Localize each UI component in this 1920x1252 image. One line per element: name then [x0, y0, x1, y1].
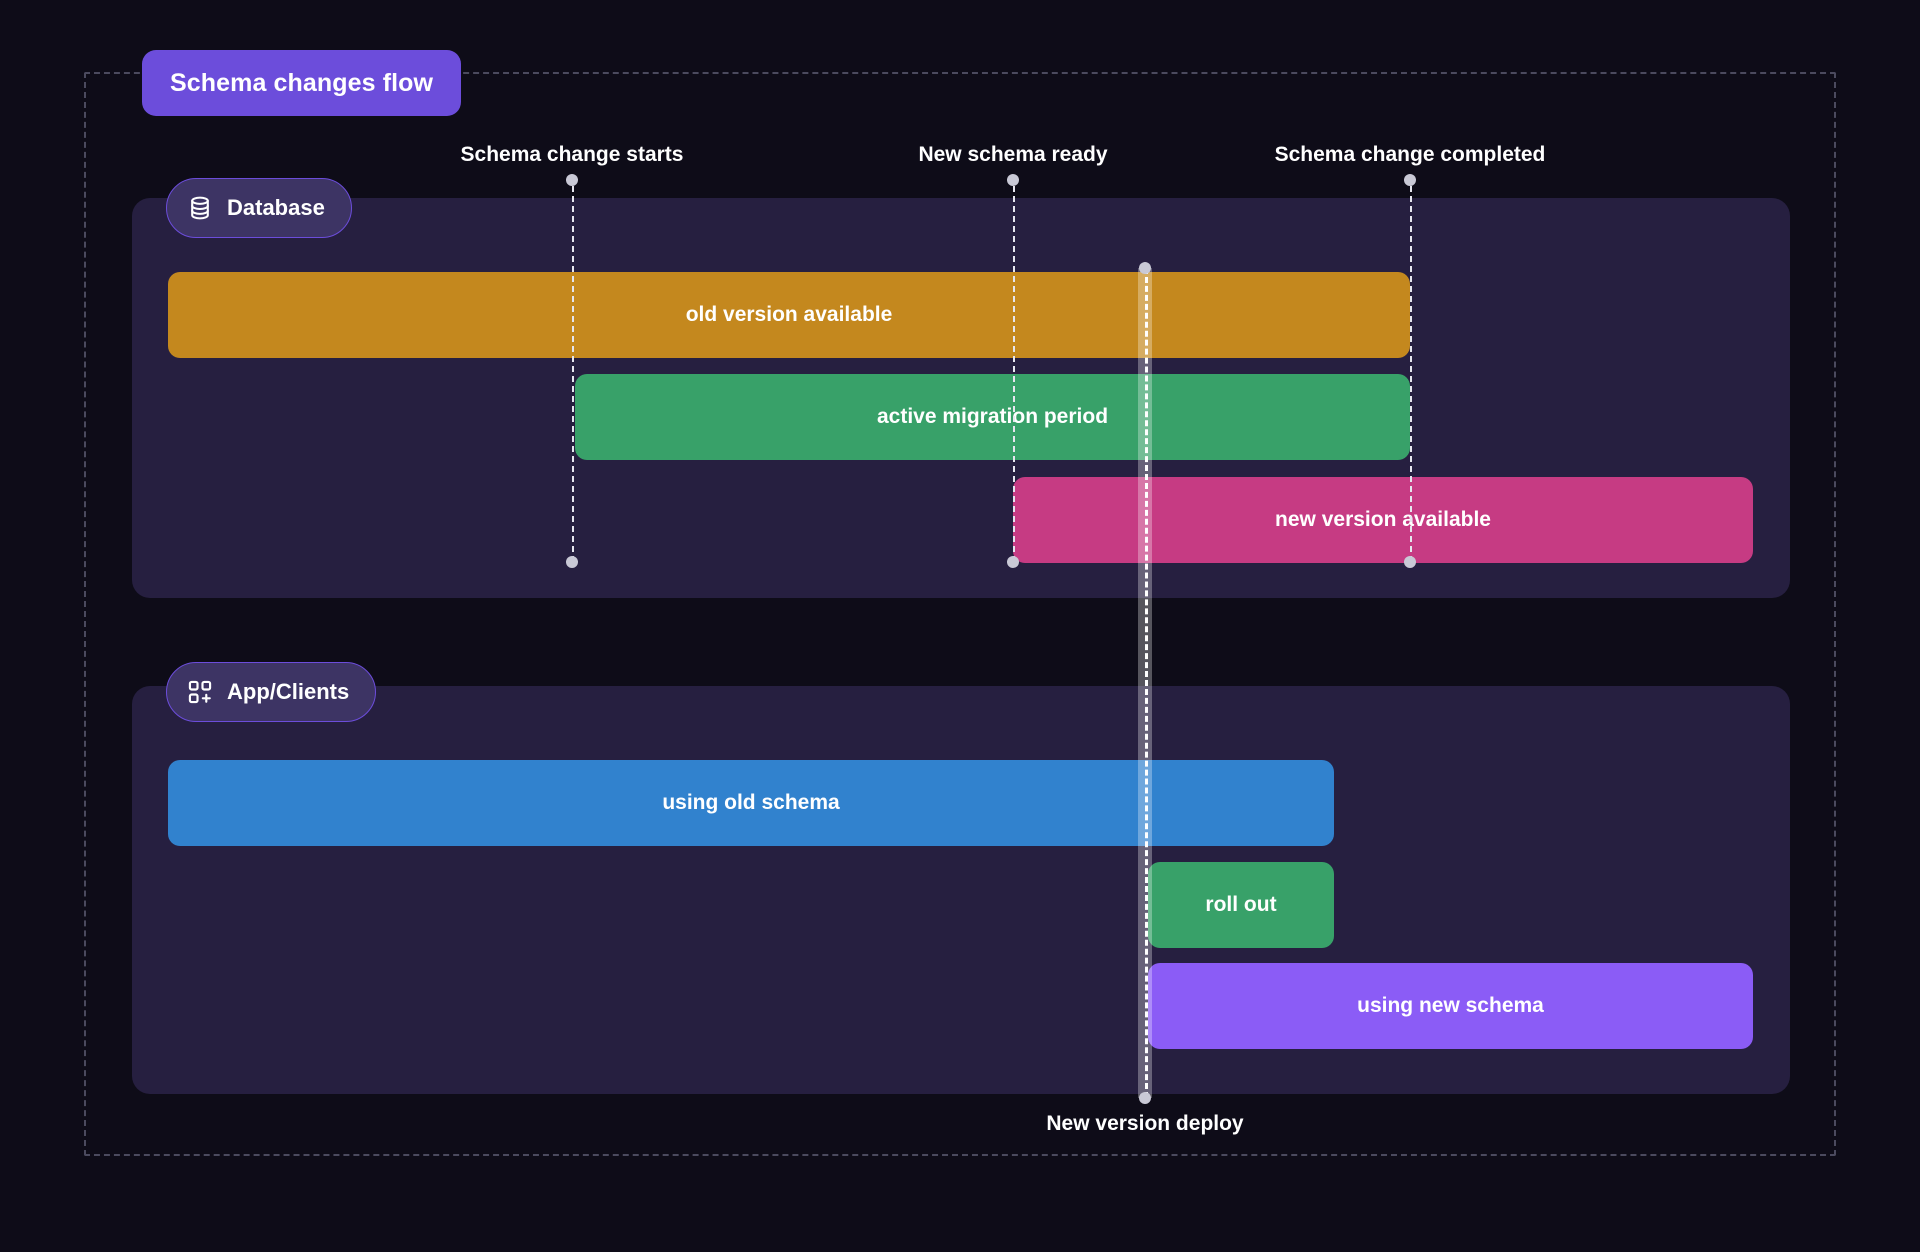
lane-badge-label: App/Clients — [227, 679, 350, 704]
milestone-label-schema-change-completed: Schema change completed — [1274, 143, 1546, 166]
bar-using-new-schema[interactable]: using new schema — [1148, 963, 1753, 1049]
bar-label: using old schema — [662, 791, 840, 814]
bar-label: new version available — [1275, 508, 1491, 531]
milestone-line-new-schema-ready — [1013, 186, 1015, 562]
outer-dashed-frame — [84, 72, 1836, 1156]
milestone-label-schema-change-starts: Schema change starts — [460, 143, 684, 166]
bar-label: active migration period — [876, 405, 1109, 428]
milestone-line-schema-change-completed — [1410, 186, 1412, 562]
lane-badge-database[interactable]: Database — [166, 178, 352, 238]
milestone-dot-bottom-schema-change-completed — [1404, 556, 1416, 568]
bar-roll-out[interactable]: roll out — [1148, 862, 1334, 948]
bar-label: old version available — [685, 303, 893, 326]
milestone-dot-bottom-new-schema-ready — [1007, 556, 1019, 568]
diagram-title-chip: Schema changes flow — [142, 50, 462, 116]
milestone-label-new-schema-ready: New schema ready — [918, 143, 1108, 166]
milestone-label-new-version-deploy: New version deploy — [1046, 1112, 1244, 1135]
milestone-dot-bottom-new-version-deploy — [1139, 1092, 1151, 1104]
page-title: Schema changes flow — [170, 68, 434, 97]
milestone-dot-top-new-schema-ready — [1007, 174, 1019, 186]
bar-active-migration-period[interactable]: active migration period — [575, 374, 1410, 460]
milestone-dot-bottom-schema-change-starts — [566, 556, 578, 568]
milestone-dot-top-new-version-deploy — [1139, 262, 1151, 274]
bar-label: using new schema — [1357, 994, 1544, 1017]
bar-old-version-available[interactable]: old version available — [168, 272, 1410, 358]
bar-using-old-schema[interactable]: using old schema — [168, 760, 1334, 846]
milestone-dot-top-schema-change-starts — [566, 174, 578, 186]
milestone-dot-top-schema-change-completed — [1404, 174, 1416, 186]
bar-label: roll out — [1205, 893, 1277, 916]
bar-new-version-available[interactable]: new version available — [1013, 477, 1753, 563]
database-icon — [187, 195, 213, 221]
lane-badge-label: Database — [227, 195, 325, 220]
milestone-line-schema-change-starts — [572, 186, 574, 562]
milestone-line-new-version-deploy — [1145, 268, 1148, 1098]
lane-badge-app-clients[interactable]: App/Clients — [166, 662, 377, 722]
app-grid-plus-icon — [187, 679, 213, 705]
